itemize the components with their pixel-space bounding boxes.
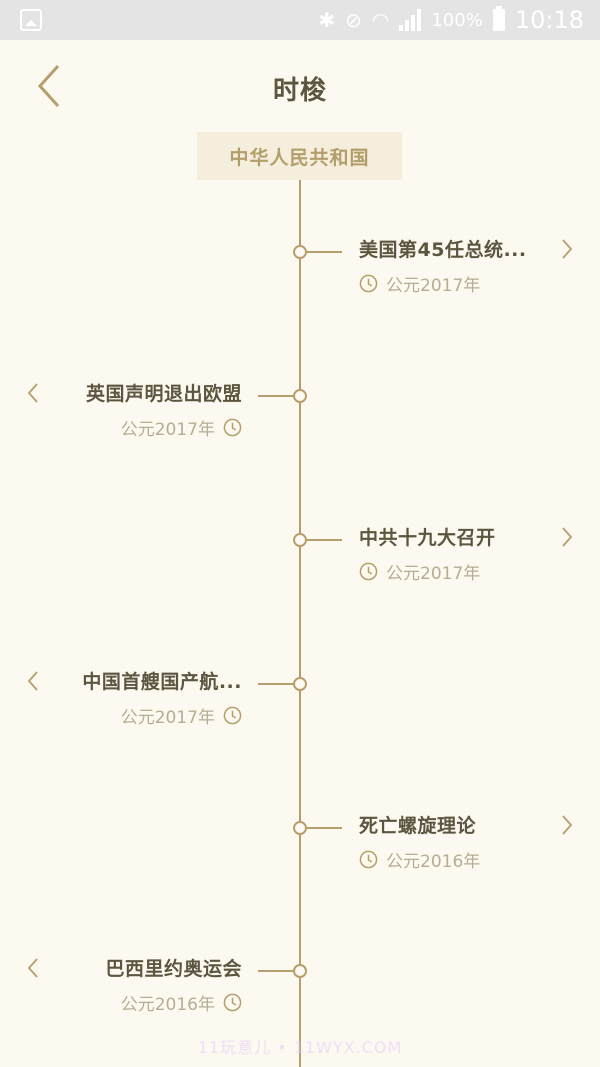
timeline-node bbox=[293, 533, 307, 547]
timeline-node bbox=[293, 964, 307, 978]
event-date-text: 公元2017年 bbox=[120, 708, 215, 728]
chevron-left-icon[interactable] bbox=[25, 669, 41, 693]
wifi-icon: ◠ bbox=[371, 8, 390, 32]
chevron-left-icon bbox=[37, 64, 60, 108]
timeline-node bbox=[293, 245, 307, 259]
chevron-left-icon[interactable] bbox=[25, 956, 41, 980]
timeline-connector bbox=[258, 683, 293, 685]
clock-icon bbox=[223, 993, 242, 1012]
event-date: 公元2017年 bbox=[121, 703, 242, 728]
clock-icon bbox=[359, 562, 378, 581]
event-date: 公元2016年 bbox=[359, 847, 480, 872]
clock-icon bbox=[359, 850, 378, 869]
event-date-text: 公元2016年 bbox=[120, 995, 215, 1015]
signal-icon bbox=[399, 9, 422, 31]
timeline-connector bbox=[307, 251, 342, 253]
timeline-event[interactable]: 死亡螺旋理论 公元2016年 bbox=[0, 815, 600, 901]
timeline-event[interactable]: 巴西里约奥运会 公元2016年 bbox=[0, 958, 600, 1044]
timeline-connector bbox=[307, 539, 342, 541]
chevron-left-icon[interactable] bbox=[25, 381, 41, 405]
timeline-event[interactable]: 英国声明退出欧盟 公元2017年 bbox=[0, 383, 600, 469]
event-title[interactable]: 英国声明退出欧盟 bbox=[85, 383, 242, 405]
event-title[interactable]: 巴西里约奥运会 bbox=[105, 958, 242, 980]
status-icons: ✱ ⊘ ◠ 100% 10:18 bbox=[318, 0, 584, 40]
chevron-right-icon[interactable] bbox=[559, 237, 575, 261]
clock-icon bbox=[223, 418, 242, 437]
event-date: 公元2016年 bbox=[121, 990, 242, 1015]
timeline-event[interactable]: 美国第45任总统... 公元2017年 bbox=[0, 239, 600, 325]
back-button[interactable] bbox=[30, 62, 74, 110]
timeline-node bbox=[293, 677, 307, 691]
timeline-line bbox=[299, 180, 301, 1067]
timeline-node bbox=[293, 389, 307, 403]
timeline-node bbox=[293, 821, 307, 835]
event-date: 公元2017年 bbox=[359, 559, 480, 584]
clock-time: 10:18 bbox=[514, 6, 584, 34]
timeline-connector bbox=[258, 395, 293, 397]
event-title[interactable]: 中国首艘国产航... bbox=[82, 671, 242, 693]
timeline-connector bbox=[307, 827, 342, 829]
event-title[interactable]: 死亡螺旋理论 bbox=[359, 815, 477, 837]
watermark: 11玩意儿 • 11WYX.COM bbox=[197, 1038, 403, 1057]
event-title[interactable]: 中共十九大召开 bbox=[359, 527, 496, 549]
gallery-icon bbox=[20, 9, 42, 31]
event-date-text: 公元2017年 bbox=[120, 420, 215, 440]
event-date-text: 公元2017年 bbox=[386, 276, 481, 296]
chevron-right-icon[interactable] bbox=[559, 525, 575, 549]
header: 时梭 bbox=[0, 40, 600, 132]
clock-icon bbox=[359, 274, 378, 293]
bluetooth-icon: ✱ bbox=[318, 8, 336, 32]
battery-percent: 100% bbox=[431, 9, 483, 31]
event-date: 公元2017年 bbox=[359, 271, 480, 296]
event-date-text: 公元2016年 bbox=[386, 852, 481, 872]
clock-icon bbox=[223, 706, 242, 725]
battery-icon bbox=[492, 6, 505, 31]
era-label: 中华人民共和国 bbox=[197, 132, 402, 180]
event-title[interactable]: 美国第45任总统... bbox=[359, 239, 527, 261]
page-title: 时梭 bbox=[272, 76, 327, 106]
status-bar: ✱ ⊘ ◠ 100% 10:18 bbox=[0, 0, 600, 40]
event-date-text: 公元2017年 bbox=[386, 564, 481, 584]
timeline-connector bbox=[258, 970, 293, 972]
vibrate-mute-icon: ⊘ bbox=[345, 8, 362, 32]
timeline-event[interactable]: 中共十九大召开 公元2017年 bbox=[0, 527, 600, 613]
event-date: 公元2017年 bbox=[121, 415, 242, 440]
chevron-right-icon[interactable] bbox=[559, 813, 575, 837]
timeline-event[interactable]: 中国首艘国产航... 公元2017年 bbox=[0, 671, 600, 757]
